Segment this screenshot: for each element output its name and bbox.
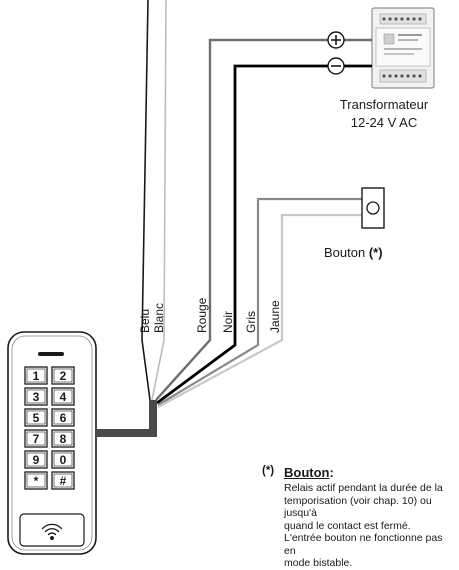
transformer-label: Transformateur 12-24 V AC <box>330 96 438 132</box>
wire-rouge <box>155 38 372 401</box>
key-4[interactable]: 4 <box>51 387 75 406</box>
transformer-label-line1: Transformateur <box>339 97 429 112</box>
note-body: Relais actif pendant la durée de la temp… <box>284 482 452 570</box>
note-line: quand le contact est fermé. <box>284 519 411 532</box>
wire-noir <box>156 64 372 405</box>
key-label: 0 <box>60 453 67 467</box>
key-9[interactable]: 9 <box>24 450 48 469</box>
status-led <box>38 352 64 356</box>
key-label: 2 <box>60 369 67 383</box>
key-5[interactable]: 5 <box>24 408 48 427</box>
wire-blanc <box>151 0 167 401</box>
contactless-icon <box>41 523 63 540</box>
wire-label-belu: Belu <box>138 309 152 333</box>
key-label: 9 <box>33 453 40 467</box>
button-label-text: Bouton <box>324 245 366 260</box>
key-star[interactable]: * <box>24 471 48 490</box>
note-line: temporisation (voir chap. 10) ou jusqu'à <box>284 494 432 520</box>
button-label-marker: (*) <box>368 245 383 260</box>
wire-jaune <box>157 213 362 408</box>
button-note: (*) Bouton: Relais actif pendant la duré… <box>262 465 452 570</box>
key-label: 8 <box>60 432 67 446</box>
wire-label-gris: Gris <box>244 311 258 333</box>
note-line: mode bistable. <box>284 557 353 569</box>
wire-label-rouge: Rouge <box>195 297 209 333</box>
key-label: 4 <box>60 390 67 404</box>
note-title: Bouton: <box>284 465 452 480</box>
cable-bundle <box>97 400 157 437</box>
key-label: 5 <box>33 411 40 425</box>
button-label: Bouton (*) <box>324 245 383 260</box>
wire-gris <box>157 197 362 406</box>
key-hash[interactable]: # <box>51 471 75 490</box>
key-3[interactable]: 3 <box>24 387 48 406</box>
keypad-keys: 1 2 3 4 5 6 7 8 9 0 * # <box>24 366 75 490</box>
key-7[interactable]: 7 <box>24 429 48 448</box>
key-0[interactable]: 0 <box>51 450 75 469</box>
key-2[interactable]: 2 <box>51 366 75 385</box>
wire-label-noir: Noir <box>221 311 235 333</box>
note-line: L'entrée bouton ne fonctionne pas en <box>284 532 443 557</box>
key-label: 6 <box>60 411 67 425</box>
note-title-suffix: : <box>329 465 334 480</box>
transformer-module <box>371 7 435 89</box>
note-title-word: Bouton <box>284 465 330 480</box>
key-label: # <box>60 474 67 488</box>
key-1[interactable]: 1 <box>24 366 48 385</box>
wire-label-blanc: Blanc <box>152 303 166 333</box>
minus-terminal <box>327 57 345 75</box>
transformer-label-line2: 12-24 V AC <box>350 115 418 130</box>
reader-zone <box>19 513 85 547</box>
push-button-symbol <box>361 187 385 229</box>
key-label: * <box>34 474 39 488</box>
key-6[interactable]: 6 <box>51 408 75 427</box>
key-8[interactable]: 8 <box>51 429 75 448</box>
keypad-device: 1 2 3 4 5 6 7 8 9 0 * # <box>7 331 97 555</box>
key-label: 7 <box>33 432 40 446</box>
note-marker: (*) <box>262 465 275 477</box>
note-line: Relais actif pendant la durée de la <box>284 482 443 494</box>
wire-belu <box>141 0 151 401</box>
key-label: 1 <box>33 369 40 383</box>
key-label: 3 <box>33 390 40 404</box>
plus-terminal <box>327 31 345 49</box>
wire-label-jaune: Jaune <box>268 300 282 333</box>
